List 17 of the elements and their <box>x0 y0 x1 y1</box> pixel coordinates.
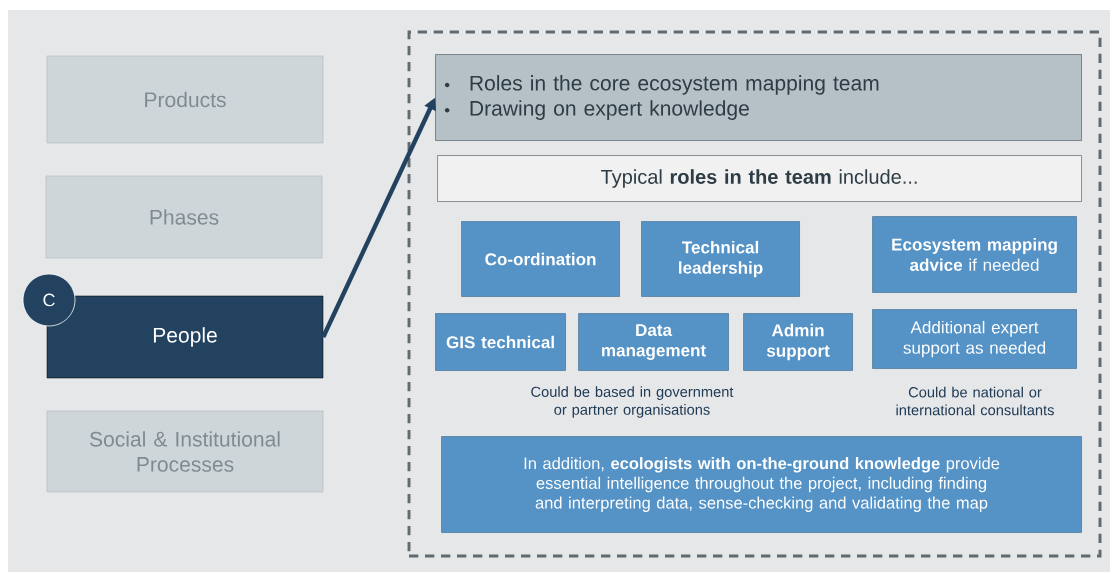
header-box: Typical roles in the team include... <box>437 155 1082 202</box>
letter-badge: C <box>22 273 76 327</box>
bullet-list-box: Roles in the core ecosystem mapping team Drawing on expert knowledge <box>435 54 1082 141</box>
note-text: Could be based in government or partner organisations <box>531 386 734 418</box>
role-box: Ecosystem mapping advice if needed <box>872 216 1077 293</box>
role-box: Data management <box>578 313 729 371</box>
role-box: GIS technical <box>435 313 566 371</box>
dashed-panel <box>407 30 1102 558</box>
role-box: Technical leadership <box>641 221 800 297</box>
note-box: In addition, ecologists with on-the-ground knowledge provide essential intelligence throughout the project, including finding and interpreting data, sense-checking and validating the map <box>441 436 1082 533</box>
category-box: Products <box>46 55 324 144</box>
role-box: Admin support <box>743 313 853 371</box>
category-box: Social & Institutional Processes <box>46 410 324 493</box>
note-text: Could be national or international consultants <box>896 386 1054 416</box>
role-box: Additional expert support as needed <box>872 309 1077 369</box>
role-box: Co-ordination <box>461 221 620 297</box>
category-box: Phases <box>45 175 323 259</box>
